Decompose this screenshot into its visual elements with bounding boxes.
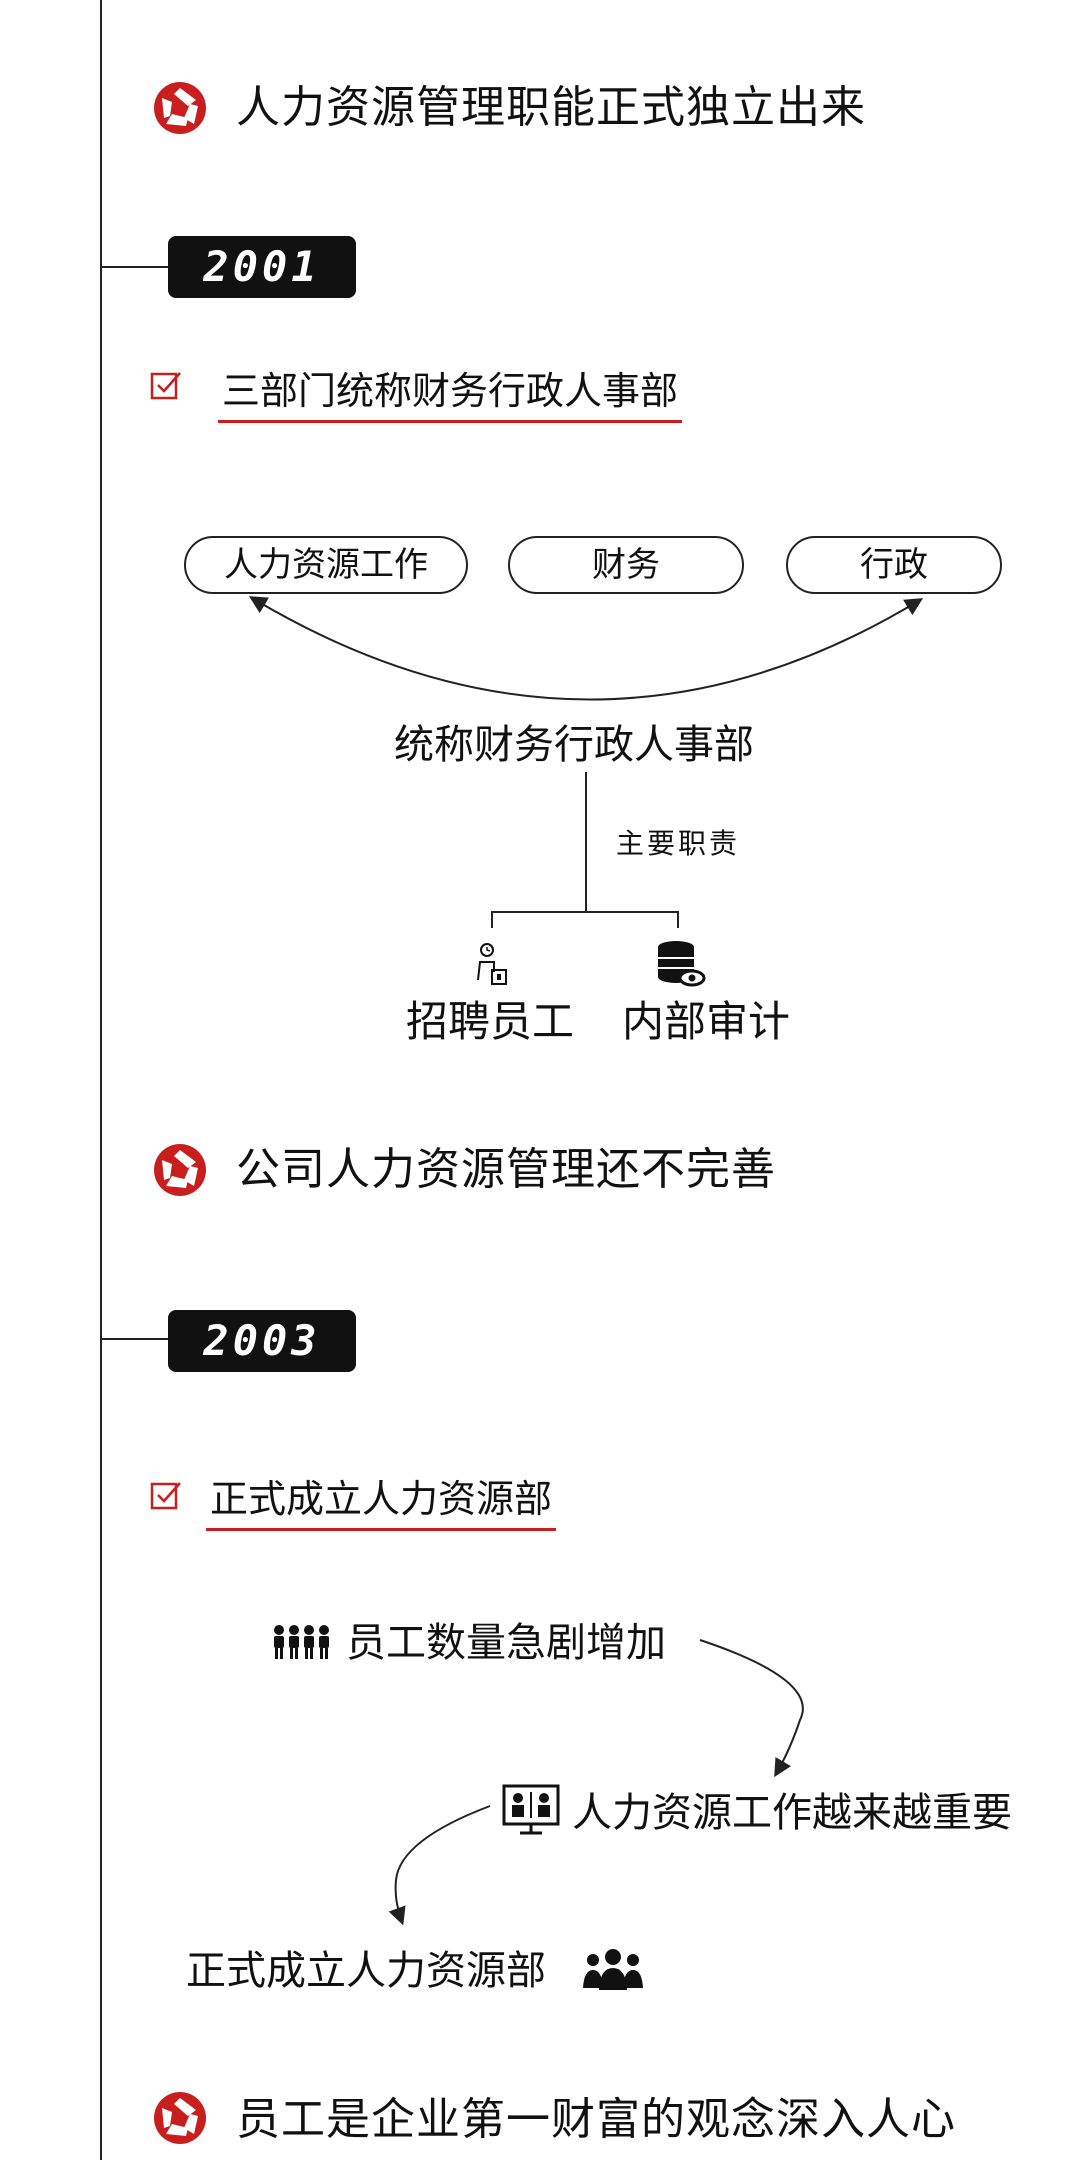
section-heading-2: 公司人力资源管理还不完善 <box>236 1144 776 1195</box>
database-eye-icon <box>656 940 706 988</box>
recruit-icon <box>474 942 510 986</box>
aperture-icon <box>152 2090 208 2146</box>
section-heading-3: 员工是企业第一财富的观念深入人心 <box>236 2094 956 2145</box>
merged-department-name: 统称财务行政人事部 <box>394 722 754 768</box>
timeline-line <box>100 0 102 2160</box>
milestone-title-2003: 正式成立人力资源部 <box>206 1474 557 1531</box>
department-pill-admin: 行政 <box>786 536 1002 594</box>
team-icon <box>582 1948 644 1992</box>
presentation-board-icon <box>502 1784 560 1836</box>
section-heading-1: 人力资源管理职能正式独立出来 <box>236 82 866 133</box>
department-pill-hr: 人力资源工作 <box>184 536 468 594</box>
duty-label-audit: 内部审计 <box>622 997 791 1046</box>
timeline-tick-2001 <box>100 266 170 268</box>
duty-label-recruit: 招聘员工 <box>406 997 575 1046</box>
milestone-title-2001: 三部门统称财务行政人事部 <box>218 366 683 423</box>
flow-step-1: 员工数量急剧增加 <box>346 1620 666 1666</box>
checkbox-icon <box>150 1480 182 1512</box>
checkbox-icon <box>150 370 182 402</box>
flow-step-2: 人力资源工作越来越重要 <box>572 1790 1012 1836</box>
timeline-tick-2003 <box>100 1338 170 1340</box>
flow-step-3: 正式成立人力资源部 <box>186 1948 546 1994</box>
department-pill-finance: 财务 <box>508 536 744 594</box>
people-group-icon <box>272 1624 332 1660</box>
aperture-icon <box>152 1142 208 1198</box>
branch-label: 主要职责 <box>616 827 741 860</box>
aperture-icon <box>152 80 208 136</box>
year-badge-2003: 2003 <box>168 1310 356 1372</box>
year-badge-2001: 2001 <box>168 236 356 298</box>
